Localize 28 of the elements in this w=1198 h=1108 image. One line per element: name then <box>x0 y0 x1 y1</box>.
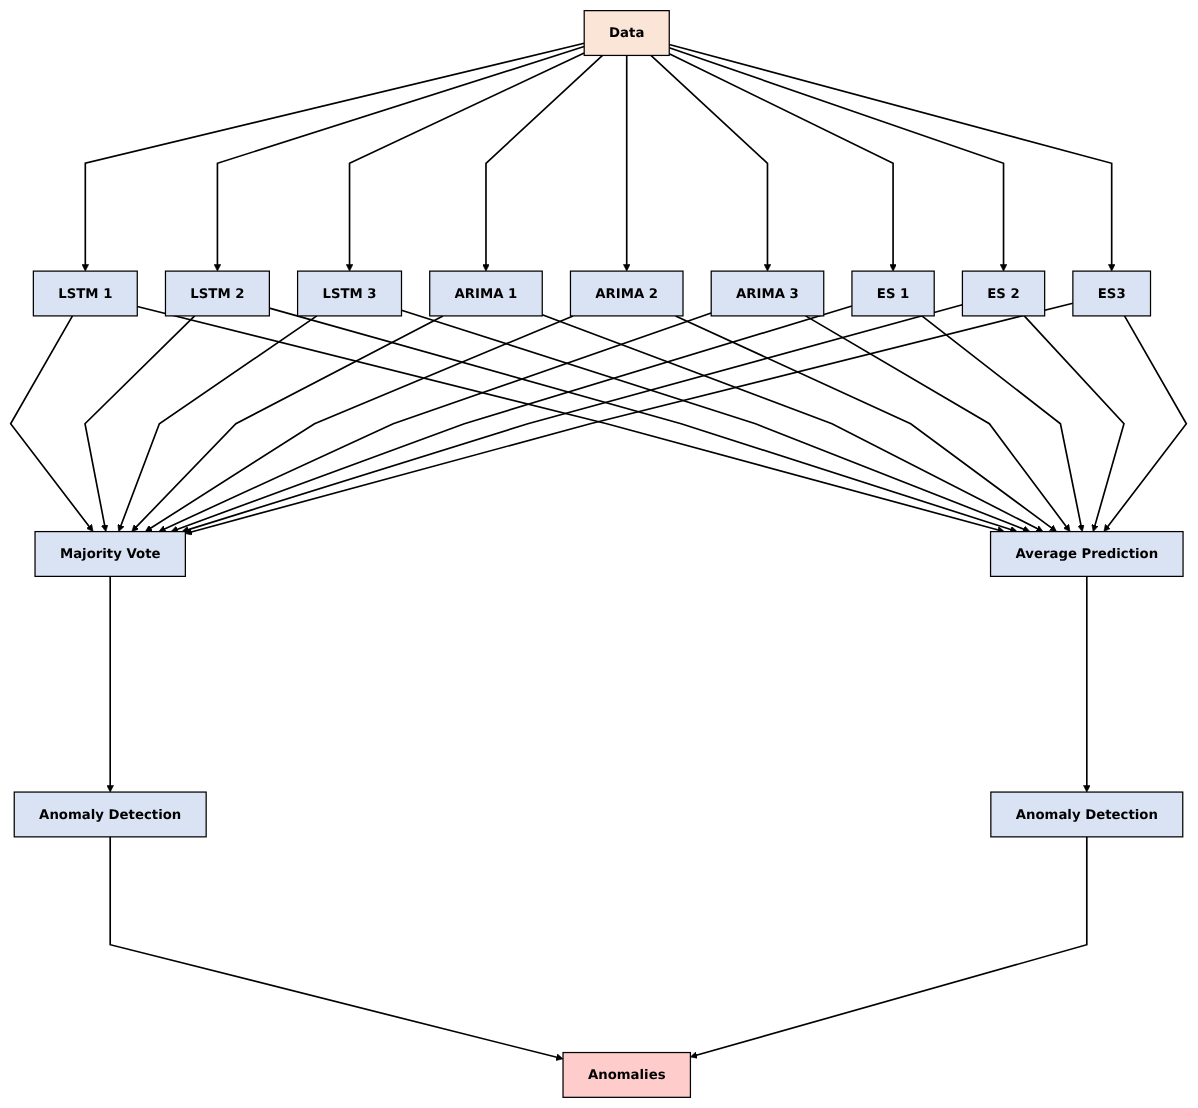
arrow <box>690 836 1089 1059</box>
arrow <box>401 309 1031 533</box>
arrow <box>482 54 604 272</box>
arrow <box>346 52 586 272</box>
arrow <box>541 313 1044 532</box>
arrow <box>269 307 1018 534</box>
arrow <box>1023 315 1126 532</box>
arrow <box>214 45 586 272</box>
arrow <box>82 42 586 272</box>
arrow <box>159 312 713 533</box>
arrow <box>1083 575 1091 793</box>
arrow <box>132 315 445 532</box>
arrow <box>921 315 1086 532</box>
arrow <box>109 836 564 1061</box>
arrow <box>805 315 1071 532</box>
arrow <box>118 315 319 532</box>
arrow <box>650 54 772 272</box>
arrow <box>668 46 1008 272</box>
arrow <box>1104 315 1188 532</box>
arrow <box>171 305 854 533</box>
arrow <box>10 315 94 532</box>
arrow <box>668 43 1116 272</box>
arrow <box>84 315 196 532</box>
arrow <box>623 54 631 272</box>
arrow <box>107 575 115 793</box>
arrow <box>145 315 575 532</box>
arrow <box>675 315 1058 532</box>
arrow <box>668 53 898 272</box>
